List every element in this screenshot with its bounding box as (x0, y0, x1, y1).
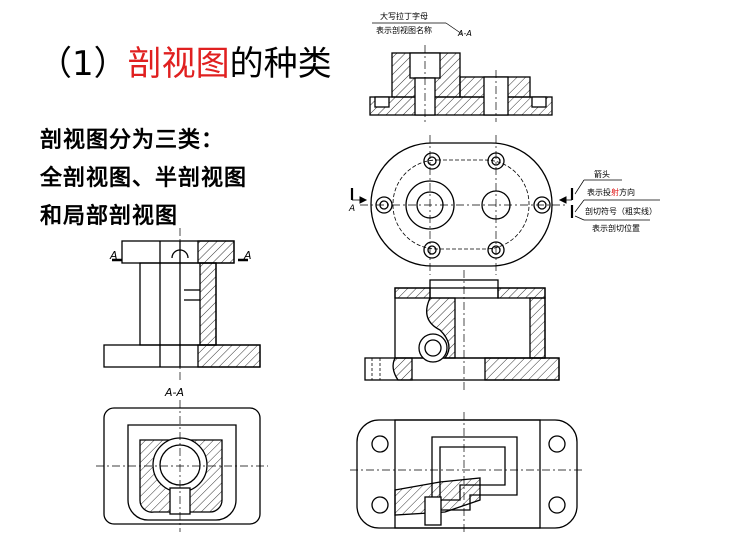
projection-text: 表示投射方向 (587, 187, 635, 197)
page-title: （1）剖视图的种类 (38, 36, 332, 85)
left-section-label: A-A (164, 386, 184, 399)
intro-line-3: 和局部剖视图 (40, 204, 179, 229)
intro-line-1: 剖视图分为三类： (40, 128, 225, 153)
right-section-view (369, 45, 553, 122)
title-prefix: （1） (38, 44, 128, 84)
cut-position-text: 表示剖切位置 (592, 223, 640, 233)
cut-symbol-text: 剖切符号（粗实线） (585, 206, 657, 216)
left-cut-label-b: A (243, 249, 252, 262)
left-top-view (96, 400, 268, 532)
top-annotation (372, 22, 463, 35)
title-highlight: 剖视图 (127, 44, 230, 84)
uppercase-letter-text: 大写拉丁字母 (380, 11, 428, 21)
intro-line-2: 全剖视图、半剖视图 (40, 166, 248, 191)
cut-symbols (350, 188, 574, 218)
intro-text: 剖视图分为三类： 全剖视图、半剖视图 和局部剖视图 (40, 122, 247, 236)
right-bottom-view (350, 412, 585, 535)
right-oval-view (360, 135, 566, 275)
section-label-text: A-A (457, 29, 472, 38)
title-suffix: 的种类 (229, 44, 332, 84)
right-annotation-lines (574, 179, 660, 221)
section-name-text: 表示剖视图名称 (376, 25, 432, 35)
right-front-view (364, 270, 560, 390)
arrow-text: 箭头 (594, 169, 610, 179)
left-cut-label-a: A (109, 249, 118, 262)
cut-letter: A (348, 204, 355, 214)
left-front-view (103, 228, 261, 380)
